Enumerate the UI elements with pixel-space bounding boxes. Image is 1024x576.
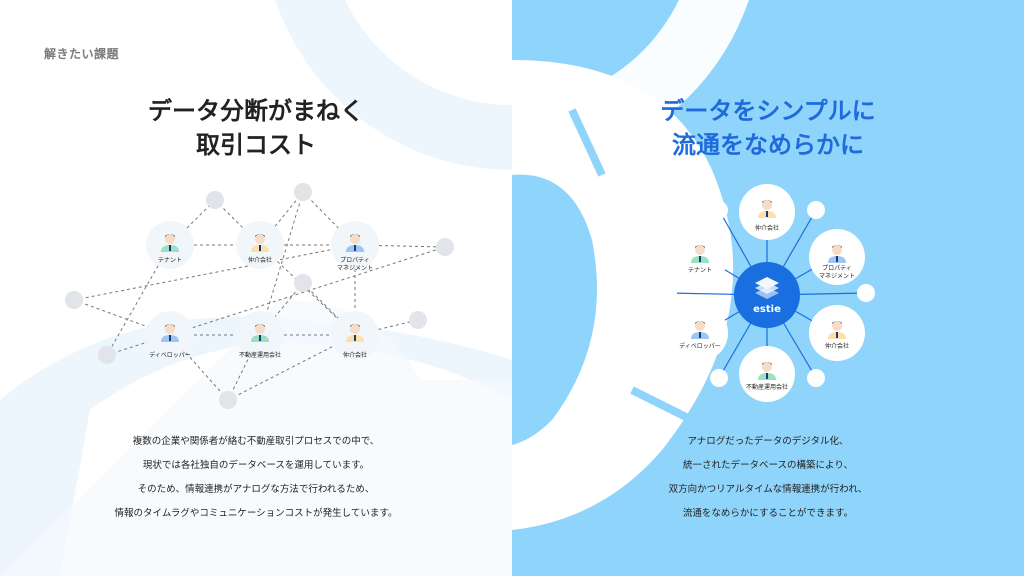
right-node-label-real-estate: 不動産運用会社	[746, 383, 788, 391]
left-heading-line1: データ分断がまねく	[148, 97, 364, 125]
logo-text: estie	[753, 304, 781, 315]
left-description: 複数の企業や関係者が絡む不動産取引プロセスでの中で、 現状では各社独自のデータベ…	[0, 430, 512, 526]
right-heading-line1: データをシンプルに	[660, 97, 876, 125]
left-background-shapes	[0, 0, 512, 576]
hub-network-diagram: 仲介会社 テナント プロパティ マネジメント ディベロッパー 仲介会社	[659, 184, 875, 402]
hub-node-real-estate-mgmt	[739, 346, 795, 402]
section-label: 解きたい課題	[44, 47, 120, 61]
hub-empty-nodes	[659, 201, 875, 387]
right-node-label-broker-right: 仲介会社	[825, 342, 849, 350]
right-node-label-property-2: マネジメント	[819, 273, 855, 280]
stack-icon	[755, 277, 779, 299]
right-desc-line4: 流通をなめらかにすることができます。	[682, 508, 854, 519]
right-node-label-tenant: テナント	[688, 267, 712, 274]
hub-node-broker-right	[809, 305, 865, 361]
hub-node-broker-top	[739, 184, 795, 240]
hub-node-tenant	[672, 229, 728, 285]
right-desc-line1: アナログだったデータのデジタル化、	[687, 436, 849, 447]
left-desc-line1: 複数の企業や関係者が絡む不動産取引プロセスでの中で、	[132, 436, 380, 447]
empty-nodes	[65, 183, 454, 409]
hub-node-developer	[672, 305, 728, 361]
right-node-label-developer: ディベロッパー	[679, 342, 721, 350]
left-node-label-property-1: プロパティ	[340, 257, 370, 264]
node-tenant	[146, 221, 194, 269]
left-node-label-developer: ディベロッパー	[149, 351, 191, 359]
hub-node-property-mgmt	[809, 229, 865, 285]
right-heading: データをシンプルに 流通をなめらかに	[512, 94, 1024, 162]
node-broker	[236, 221, 284, 269]
left-heading-line2: 取引コスト	[196, 131, 316, 159]
left-desc-line3: そのため、情報連携がアナログな方法で行われるため、	[137, 484, 375, 495]
left-heading: データ分断がまねく 取引コスト	[0, 94, 512, 162]
right-background-shapes	[512, 0, 749, 530]
node-broker-2	[331, 311, 379, 359]
right-desc-line3: 双方向かつリアルタイムな情報連携が行われ、	[668, 484, 868, 495]
left-node-label-broker: 仲介会社	[248, 256, 272, 264]
right-description: アナログだったデータのデジタル化、 統一されたデータベースの構築により、 双方向…	[512, 430, 1024, 526]
right-node-label-broker-top: 仲介会社	[755, 224, 779, 232]
left-desc-line4: 情報のタイムラグやコミュニケーションコストが発生しています。	[114, 508, 398, 519]
right-desc-line2: 統一されたデータベースの構築により、	[683, 460, 853, 471]
right-panel: データをシンプルに 流通をなめらかに	[512, 0, 1024, 576]
right-node-label-property-1: プロパティ	[822, 265, 852, 272]
left-node-label-real-estate: 不動産運用会社	[239, 351, 281, 359]
node-property-management	[331, 221, 379, 269]
estie-logo: estie	[734, 262, 800, 328]
fragmented-network-diagram: テナント 仲介会社 プロパティ マネジメント ディベロッパー 不動産運用会社	[65, 183, 454, 409]
node-developer	[146, 311, 194, 359]
left-panel: 解きたい課題 データ分断がまねく 取引コスト	[0, 0, 512, 576]
left-node-label-property-2: マネジメント	[337, 265, 373, 272]
left-node-label-tenant: テナント	[158, 257, 182, 264]
left-desc-line2: 現状では各社独自のデータベースを運用しています。	[142, 460, 370, 471]
node-real-estate-mgmt	[236, 311, 284, 359]
left-node-label-broker-2: 仲介会社	[343, 351, 367, 359]
right-heading-line2: 流通をなめらかに	[672, 131, 864, 159]
